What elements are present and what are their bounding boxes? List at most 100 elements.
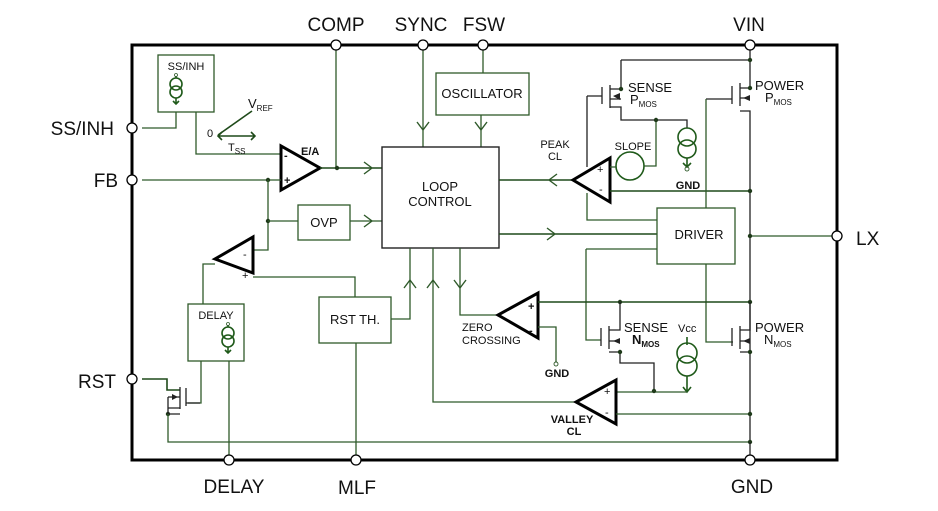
- valley-minus: -: [605, 407, 609, 419]
- current-source-icon: [169, 73, 183, 106]
- wire-fb-down: [252, 180, 269, 251]
- arrow-osc: [474, 121, 488, 132]
- pin-label-ss-inh: SS/INH: [51, 119, 114, 140]
- rst-th-block: [318, 296, 392, 344]
- arrow-ovp: [363, 214, 374, 228]
- power-pmos-label-2: PMOS: [765, 90, 792, 107]
- junction: [747, 233, 753, 239]
- wire-valley-loop: [432, 248, 598, 403]
- valley-cl-label-1: VALLEY: [551, 414, 594, 426]
- peak-plus: +: [597, 164, 603, 176]
- pin-label-delay: DELAY: [204, 477, 265, 498]
- wire-ssinh-ea: [195, 112, 280, 155]
- ss-inh-block: [157, 54, 215, 113]
- peak-cl-label-1: PEAK: [540, 139, 570, 151]
- arrow-peak: [547, 173, 558, 187]
- arrow-zc: [453, 279, 467, 290]
- pin-comp[interactable]: [330, 39, 342, 51]
- peak-cl-label-2: CL: [548, 151, 562, 163]
- vref-label: VREF: [248, 96, 273, 113]
- wire-slope: [610, 120, 657, 168]
- sense-nmos-label-2: NMOS: [632, 332, 660, 349]
- pin-label-fsw: FSW: [463, 15, 505, 36]
- wire-comp-delay: [202, 263, 215, 304]
- zero-crossing-comparator: [494, 290, 540, 341]
- rst-comp-minus: -: [243, 249, 247, 261]
- zc-label-2: CROSSING: [462, 335, 521, 347]
- wire-rstth-loop: [391, 248, 411, 320]
- oscillator-label: OSCILLATOR: [441, 86, 522, 101]
- slope-label: SLOPE: [615, 141, 652, 153]
- arrow-driver: [546, 227, 557, 241]
- sense-nmos-transistor: [600, 302, 655, 391]
- pin-ss-inh[interactable]: [126, 122, 138, 134]
- arrow-valley: [426, 278, 440, 289]
- vcc-current-source-icon: [676, 337, 698, 394]
- pin-fsw[interactable]: [477, 39, 489, 51]
- ovp-label: OVP: [310, 215, 337, 230]
- junction: [334, 165, 340, 171]
- valley-plus: +: [604, 386, 610, 398]
- power-nmos-label-1: POWER: [755, 320, 804, 335]
- sense-pmos-label-2: PMOS: [630, 92, 657, 109]
- pin-vin[interactable]: [744, 39, 756, 51]
- pin-sync[interactable]: [417, 39, 429, 51]
- origin-label: 0: [207, 128, 213, 140]
- pin-label-vin: VIN: [733, 15, 765, 36]
- pin-lx[interactable]: [831, 230, 843, 242]
- chip-outline: [130, 43, 839, 462]
- ea-plus: +: [284, 175, 290, 187]
- pin-gnd[interactable]: [744, 454, 756, 466]
- oscillator-block: [435, 72, 530, 116]
- power-pmos-label-1: POWER: [755, 78, 804, 93]
- gnd-terminal: [553, 361, 559, 367]
- pin-fb[interactable]: [126, 174, 138, 186]
- valley-cl-comparator: [572, 377, 618, 427]
- junction: [747, 188, 753, 194]
- wire-rst-gnd: [167, 414, 749, 443]
- peak-cl-comparator: [570, 155, 612, 205]
- pin-rst[interactable]: [126, 373, 138, 385]
- junction: [651, 388, 657, 394]
- wire-rstth-comp: [253, 276, 356, 297]
- sense-pmos-label-1: SENSE: [628, 80, 672, 95]
- delay-block-label: DELAY: [198, 310, 234, 322]
- pin-label-gnd: GND: [731, 477, 773, 498]
- power-nmos-transistor: [731, 302, 753, 355]
- pin-label-lx: LX: [856, 229, 880, 250]
- power-pmos-transistor: [706, 45, 753, 442]
- pin-label-rst: RST: [78, 372, 116, 393]
- rst-comp-plus: +: [242, 270, 248, 282]
- arrow-rstth: [403, 278, 417, 289]
- current-source-icon: [221, 322, 235, 355]
- driver-block: [656, 207, 736, 265]
- slope-source: [615, 151, 645, 181]
- gnd-local-label-top: GND: [676, 180, 701, 192]
- loop-control-label-2: CONTROL: [408, 194, 472, 209]
- pin-mlf[interactable]: [350, 454, 362, 466]
- pin-label-comp: COMP: [308, 15, 365, 36]
- pin-label-sync: SYNC: [395, 15, 448, 36]
- wire-loop-zc: [459, 248, 498, 316]
- reset-comparator: [211, 234, 255, 276]
- zc-label-1: ZERO: [462, 322, 493, 334]
- ea-label: E/A: [301, 146, 319, 158]
- loop-control-block: [381, 146, 500, 249]
- peak-minus: -: [599, 184, 603, 196]
- valley-cl-label-2: CL: [567, 426, 582, 438]
- wire-ssinh-pin: [142, 112, 177, 129]
- error-amplifier: [279, 143, 324, 193]
- ss-inh-block-label: SS/INH: [168, 61, 205, 73]
- tss-arrow: [216, 131, 257, 141]
- wire-sense-ngate: [585, 249, 601, 341]
- arrow-sync: [416, 121, 430, 132]
- gnd-local-label-bottom: GND: [545, 368, 570, 380]
- ea-minus: -: [284, 150, 288, 162]
- vcc-label: Vcc: [678, 323, 697, 335]
- power-nmos-label-2: NMOS: [764, 332, 792, 349]
- pin-delay[interactable]: [223, 454, 235, 466]
- zc-plus: +: [528, 301, 534, 313]
- loop-control-label-1: LOOP: [422, 179, 458, 194]
- wire-zc-minus: [538, 326, 557, 362]
